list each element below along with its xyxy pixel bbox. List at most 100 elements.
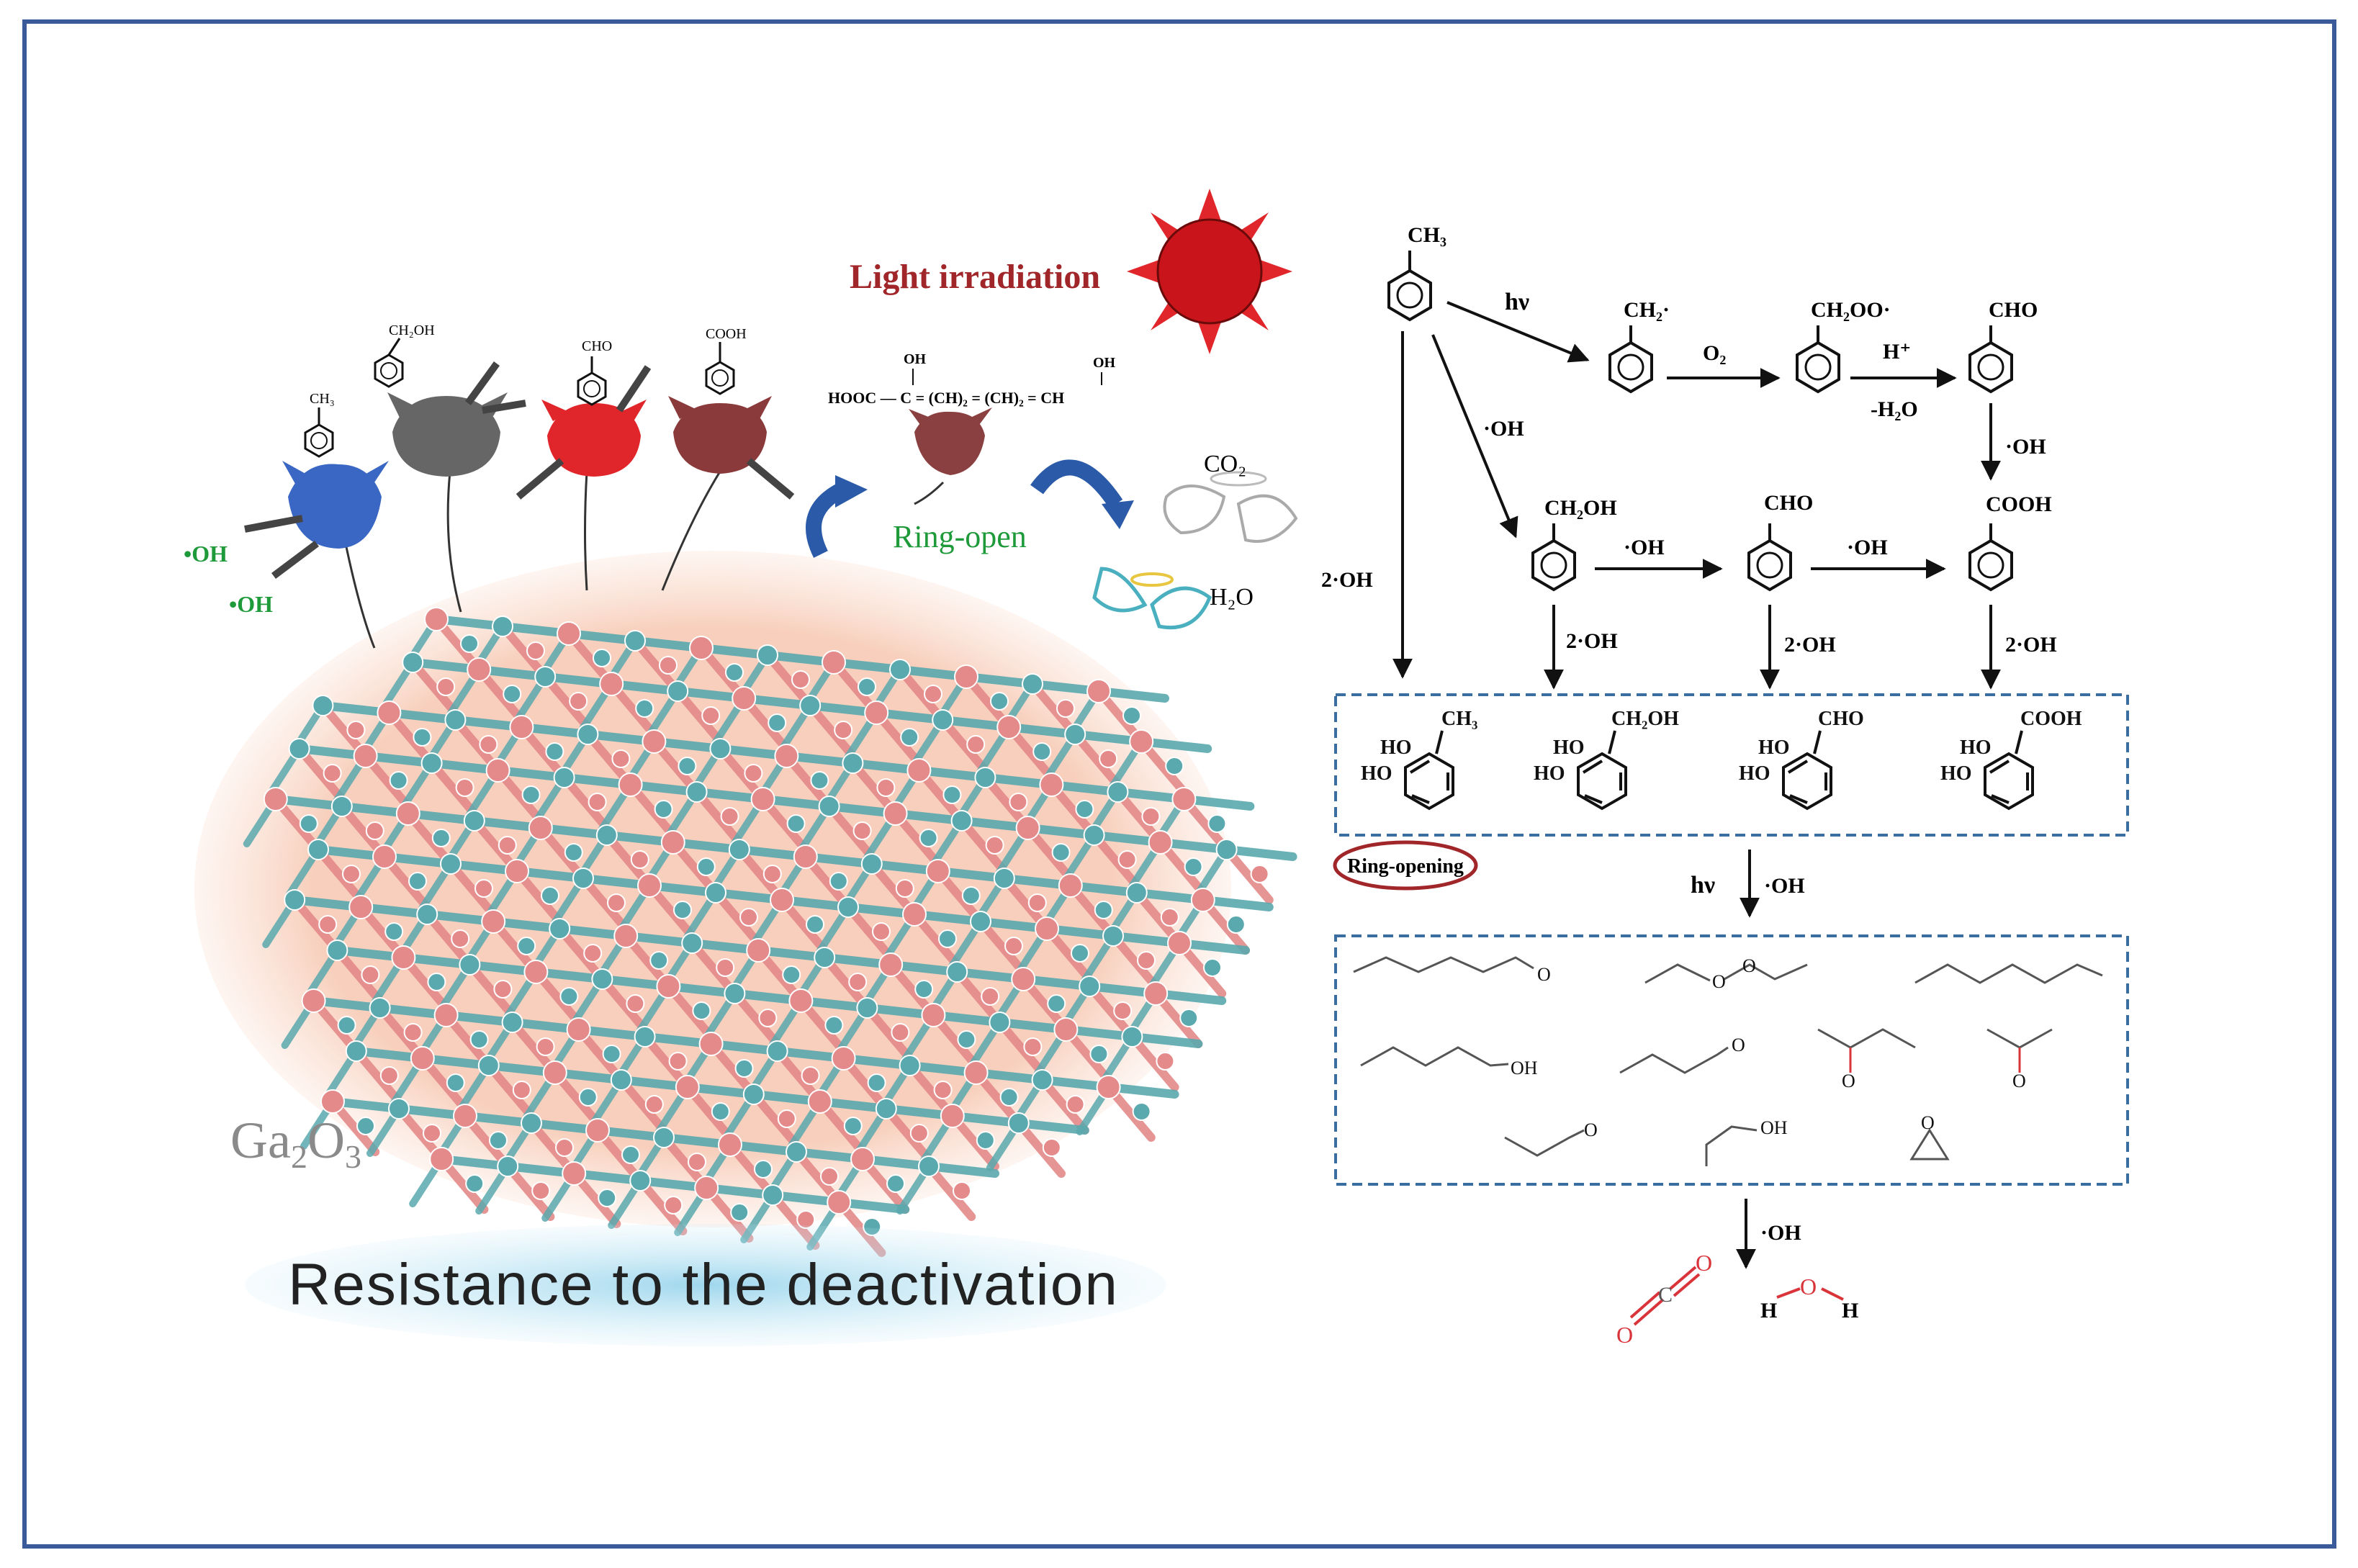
epoxide-ring [1909,1128,1950,1161]
oh-right: ·OH [2005,435,2046,459]
dihydroxy-ring [1782,752,1832,810]
h2o-h1: H [1760,1299,1777,1323]
dihydroxy-ho-2: HO [1940,762,1972,785]
benzyl-ring [1608,341,1653,393]
dihydroxy-ho-1: HO [1960,736,1992,759]
fragment-skeleton [1360,1046,1509,1067]
arrow-hv [1446,301,1590,363]
cooh-mid: COOH [1986,492,2052,516]
benzaldehyde-mid-ring [1747,539,1792,591]
outer-frame [22,19,2336,1549]
fragment-label: O [1537,964,1551,985]
two-oh-left: 2·OH [1321,568,1373,592]
benzyl-radical: CH₂· [1624,298,1670,322]
ch2oh-mid: CH₂OH [1544,496,1617,520]
fragment-label: O [1584,1119,1598,1140]
product-h2o: H₂O [1210,584,1254,610]
epoxide-o: O [1921,1112,1935,1133]
chain-oh-1: OH [904,351,927,367]
caption: Resistance to the deactivation [288,1252,1119,1317]
tiny-cho: CHO [582,338,612,354]
fragment-skeleton [1817,1028,1916,1049]
dihydroxy-ho-2: HO [1361,762,1392,785]
fragments-box [1334,934,2129,1186]
fragment-label: O [1842,1071,1855,1091]
fragment-skeleton [1724,963,1808,981]
fragment-label: OH [1760,1117,1788,1138]
fragment-skeleton [1644,963,1711,984]
devil-row [344,471,945,649]
dihydroxy-ring [1577,752,1627,810]
dihydroxy-substituent: COOH [2020,708,2082,730]
dihydroxy-ho-2: HO [1534,762,1565,785]
toluene-sub: CH₃ [1408,223,1446,247]
ring-open-label: Ring-open [893,519,1027,554]
curved-arrow-left-icon [806,482,847,558]
cho-mid: CHO [1764,491,1813,515]
fragment-label: OH [1511,1058,1538,1078]
devil-grey-icon [387,361,526,477]
h2o-h2: H [1842,1299,1858,1323]
benzaldehyde-top-ring [1968,341,2013,393]
fragment-label: O [1712,971,1726,992]
o2-label: O₂ [1703,341,1726,365]
hv-1: hν [1505,289,1529,315]
fragment-skeleton [1619,1046,1729,1074]
oh-diag: ·OH [1483,417,1524,441]
h2o-molecule [1776,1287,1844,1301]
devil-small-icon [909,407,992,475]
co2-molecule [1629,1266,1701,1326]
peroxy-ring [1796,341,1840,393]
dihydroxy-ho-1: HO [1380,736,1412,759]
dihydroxy-ho-1: HO [1758,736,1790,759]
h2o-o: O [1800,1274,1817,1299]
tiny-ch3: CH₃ [310,391,335,407]
h-plus: H⁺ [1883,340,1911,364]
oh-step: ·OH [1764,874,1805,898]
oh-mid-2: ·OH [1847,536,1888,559]
oh-mid-1: ·OH [1624,536,1665,559]
angel-wings-icon [1092,471,1298,630]
product-co2: CO₂ [1204,451,1246,477]
dihydroxy-box [1334,693,2129,837]
fragment-skeleton [1914,963,2103,984]
two-oh-a: 2·OH [1566,629,1618,653]
tiny-ch2oh: CH₂OH [389,323,435,338]
devil-brown-icon [668,396,795,500]
dihydroxy-ho-1: HO [1553,736,1585,759]
chain-oh-2: OH [1093,355,1116,371]
oh-final: ·OH [1760,1221,1801,1245]
small-molecules [304,338,735,458]
dihydroxy-substituent: CH₂OH [1611,708,1679,730]
hv-2: hν [1691,872,1715,898]
two-oh-b: 2·OH [1784,633,1836,657]
chain-formula: HOOC — C = (CH)₂ = (CH)₂ = CH [828,389,1064,407]
co2-o2: O [1696,1250,1712,1276]
dihydroxy-ring [1984,752,2034,810]
benzoic-acid-ring [1968,539,2013,591]
fragment-label: O [2012,1071,2026,1091]
dihydroxy-ho-2: HO [1739,762,1770,785]
fragment-skeleton [1986,1028,2053,1049]
fragment-label: O [1732,1035,1745,1055]
oh-label-2: •OH [229,591,273,617]
co2-o1: O [1616,1322,1633,1348]
cho-top: CHO [1989,298,2038,322]
oh-label-1: •OH [184,541,228,567]
dihydroxy-ring [1404,752,1454,810]
ring-opening-ellipse [1333,840,1478,891]
devil-blue-icon [244,461,389,579]
fragment-skeleton [1353,956,1534,973]
ga2o3-lattice [243,607,1297,1257]
material-label: Ga2O3 [230,1112,361,1175]
dihydroxy-substituent: CH₃ [1441,708,1477,730]
co2-c: C [1658,1283,1673,1307]
sun-icon [1127,189,1292,354]
peroxy-label: CH₂OO· [1811,298,1891,322]
fragment-label: O [1742,955,1756,976]
benzyl-alcohol-ring [1531,539,1576,591]
